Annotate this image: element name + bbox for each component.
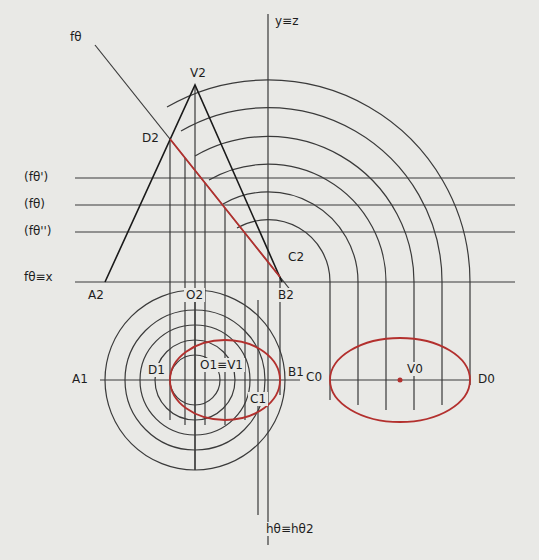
- rotation-arc: [195, 136, 414, 410]
- point-label: B1: [286, 365, 306, 379]
- level-line: [75, 177, 515, 178]
- point-label: O1≡V1: [198, 358, 245, 372]
- point-label: V2: [188, 66, 208, 80]
- section-plan-ellipse: [170, 340, 280, 420]
- h-trace: [257, 300, 258, 515]
- section-edge: [170, 139, 280, 277]
- cone-outline: [105, 85, 282, 282]
- plan-axis: [100, 379, 300, 380]
- level-circle: [140, 325, 250, 435]
- construction-lines: [75, 14, 515, 545]
- projection-line: [244, 233, 245, 420]
- point-label: O2: [184, 288, 205, 302]
- rotation-arc: [223, 192, 358, 405]
- point-label: C0: [304, 370, 324, 384]
- point-label: (fθ'): [22, 170, 50, 184]
- projection-line: [204, 183, 205, 425]
- rotation-arc: [237, 220, 330, 400]
- point-label: C1: [248, 392, 268, 406]
- point-label: A1: [70, 372, 90, 386]
- level-line: [75, 231, 515, 232]
- level-circle: [155, 340, 235, 420]
- point-label: y≡z: [273, 14, 300, 28]
- point-label: C2: [286, 250, 306, 264]
- point-label: D2: [140, 131, 161, 145]
- point-label: V0: [405, 362, 425, 376]
- rotation-arc: [209, 164, 386, 410]
- point-label: B2: [276, 288, 296, 302]
- point-label: A2: [86, 288, 106, 302]
- point-label: (fθ''): [22, 224, 54, 238]
- point-label: hθ≡hθ2: [264, 522, 316, 536]
- centre-dot: [398, 378, 403, 383]
- axis-projection: [194, 85, 195, 470]
- point-label: fθ: [68, 30, 84, 44]
- section-curves: [170, 139, 470, 422]
- base-circle: [105, 290, 285, 470]
- plan-axis: [194, 290, 195, 470]
- point-label: fθ≡x: [22, 270, 55, 284]
- x-axis: [75, 281, 515, 282]
- true-shape-ellipse: [330, 338, 470, 422]
- point-label: D0: [476, 372, 497, 386]
- point-label: (fθ): [22, 197, 47, 211]
- y-z-axis: [267, 14, 268, 545]
- point-label: D1: [146, 363, 167, 377]
- level-circle: [125, 310, 265, 450]
- cutting-plane-trace: [95, 45, 292, 292]
- rotation-arc: [181, 108, 442, 405]
